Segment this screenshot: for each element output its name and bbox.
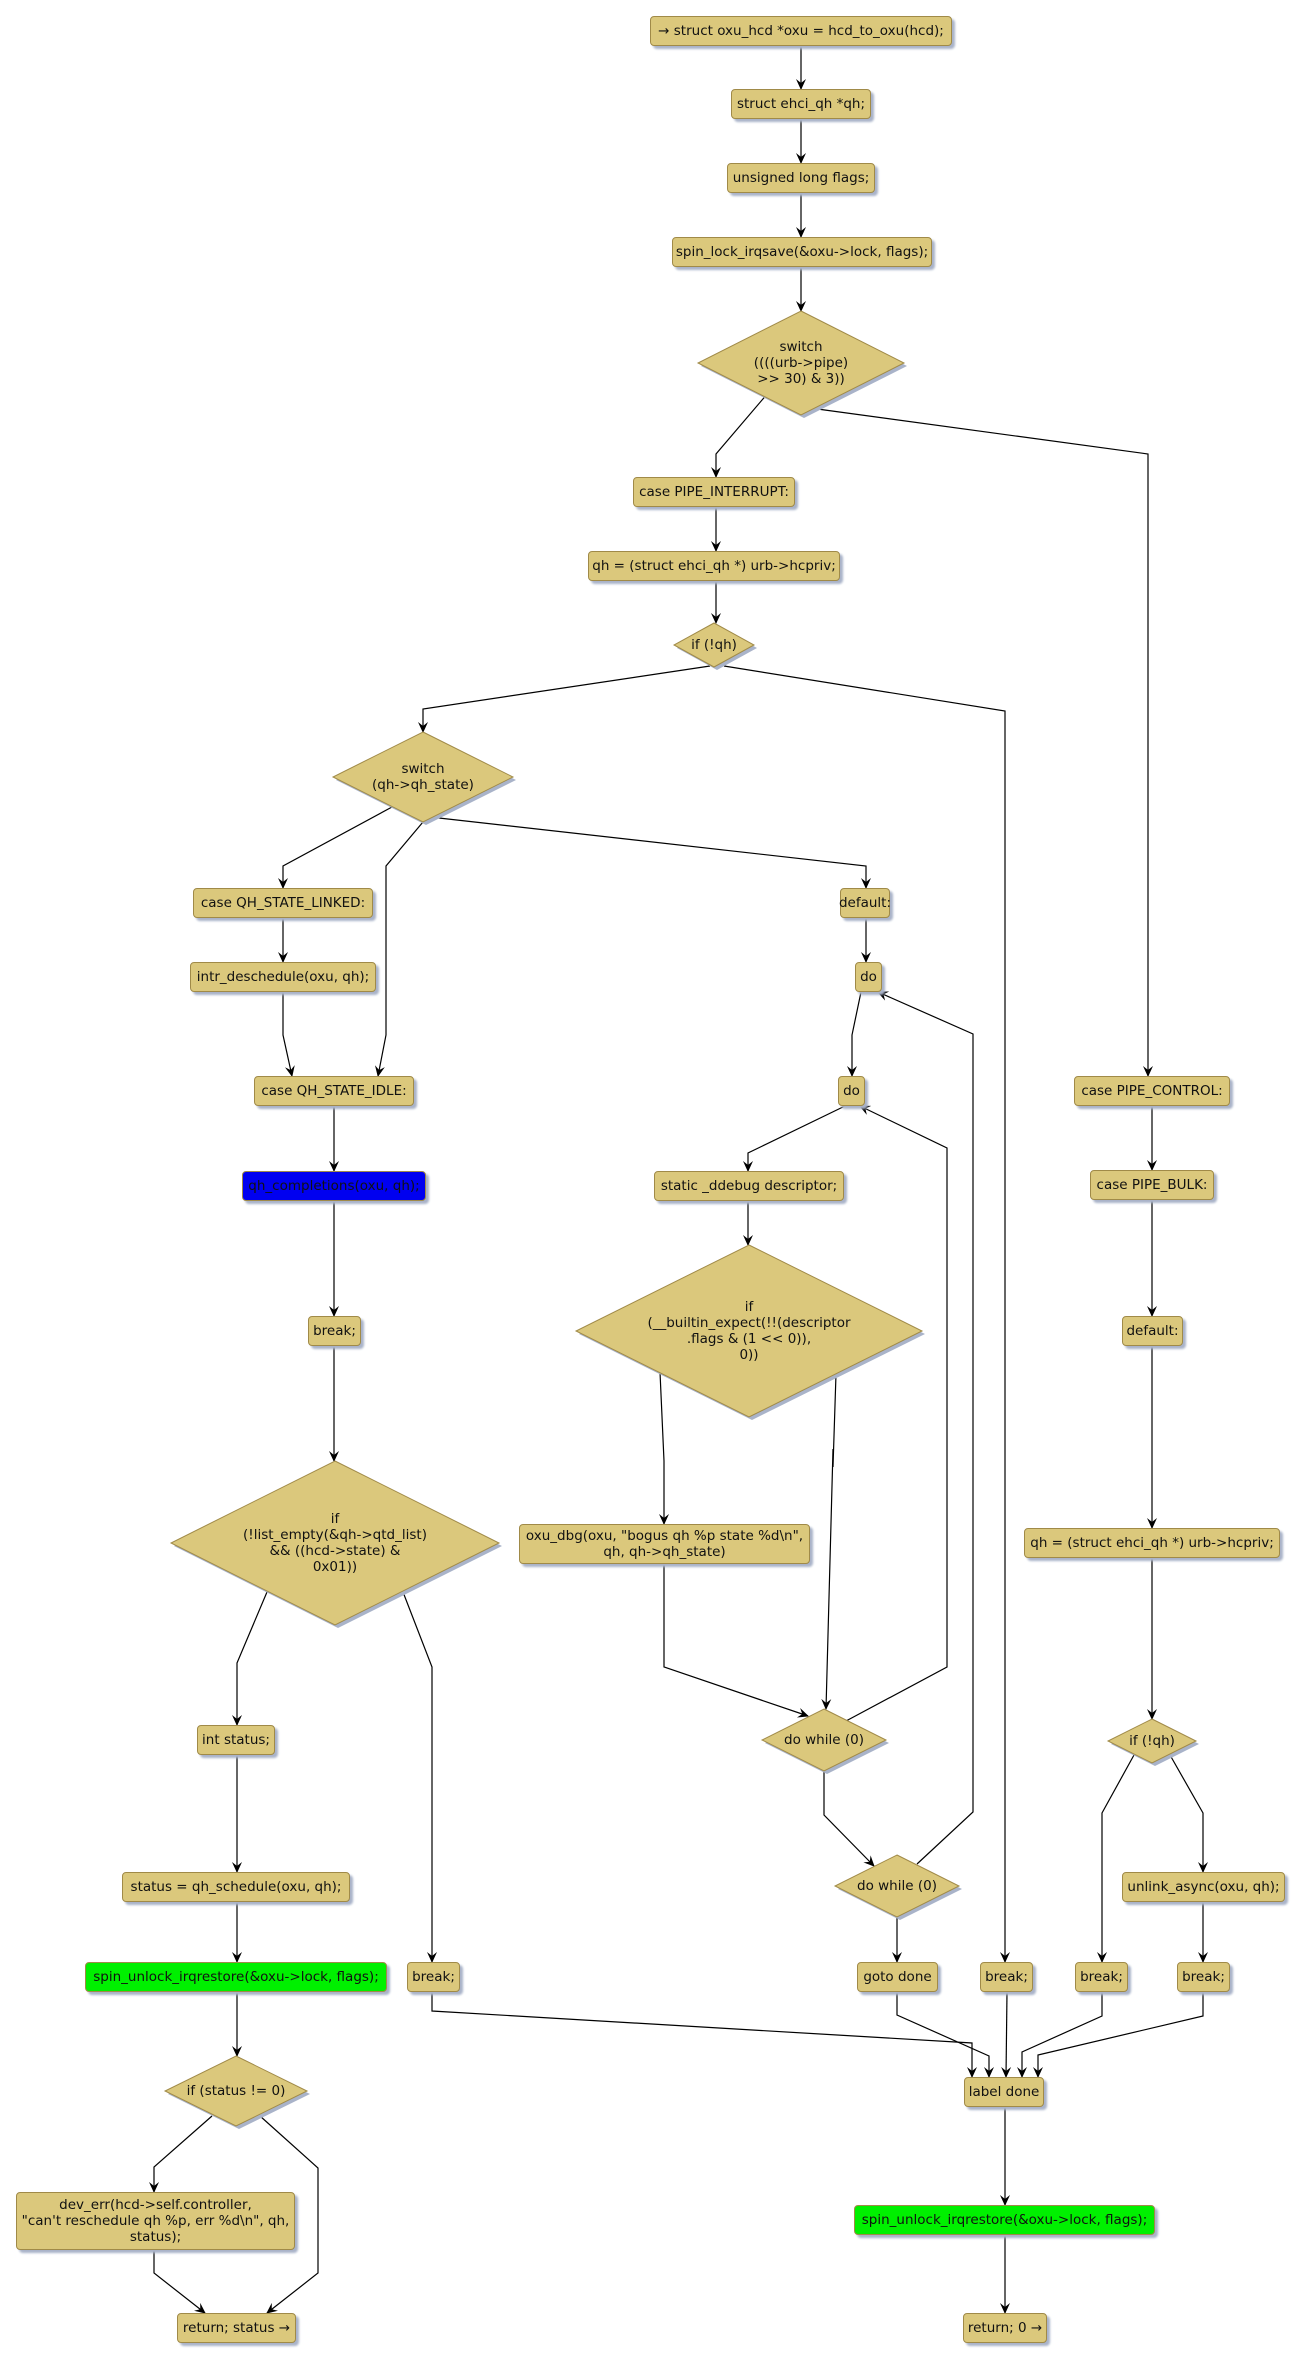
break-not-qh-2-node: break; bbox=[1075, 1962, 1128, 1992]
qh-schedule-node: status = qh_schedule(oxu, qh); bbox=[122, 1872, 350, 1902]
label-done-node: label done bbox=[964, 2077, 1044, 2107]
if-not-qh-2-label: if (!qh) bbox=[1129, 1733, 1175, 1749]
edge-if-status-to-return bbox=[259, 2115, 319, 2314]
decl-flags-node: unsigned long flags; bbox=[727, 163, 875, 193]
edge-if-status-to-dev-err bbox=[149, 2115, 213, 2193]
entry-node: → struct oxu_hcd *oxu = hcd_to_oxu(hcd); bbox=[650, 16, 952, 46]
edge-do-to-do bbox=[847, 991, 862, 1077]
decl-qh-node: struct ehci_qh *qh; bbox=[731, 89, 871, 119]
switch-state-label: switch (qh->qh_state) bbox=[372, 761, 474, 793]
if-status-diamond: if (status != 0) bbox=[163, 2055, 310, 2129]
edge-break3-to-label bbox=[1033, 1992, 1204, 2078]
case-control-node: case PIPE_CONTROL: bbox=[1074, 1076, 1230, 1106]
edge-if-list-to-status bbox=[232, 1591, 268, 1726]
dev-err-node: dev_err(hcd->self.controller, "can't res… bbox=[16, 2192, 295, 2250]
do-while-outer-diamond: do while (0) bbox=[833, 1854, 962, 1920]
intr-deschedule-node: intr_deschedule(oxu, qh); bbox=[190, 962, 376, 992]
edge-if-builtin-to-dbg bbox=[659, 1371, 669, 1525]
edge-deschedule-to-idle bbox=[282, 992, 295, 1077]
int-status-node: int status; bbox=[197, 1725, 275, 1755]
return-status-node: return; status → bbox=[177, 2313, 296, 2343]
edge-if2-to-unlink bbox=[1169, 1754, 1208, 1873]
edge-dowhile-to-dowhile bbox=[823, 1771, 875, 1867]
do-while-inner-label: do while (0) bbox=[784, 1732, 864, 1748]
return-zero-node: return; 0 → bbox=[963, 2313, 1047, 2343]
ddebug-node: static _ddebug descriptor; bbox=[654, 1171, 844, 1201]
switch-pipe-diamond: switch ((((urb->pipe) >> 30) & 3)) bbox=[696, 310, 907, 418]
qh-assign-1-node: qh = (struct ehci_qh *) urb->hcpriv; bbox=[588, 551, 840, 581]
oxu-dbg-node: oxu_dbg(oxu, "bogus qh %p state %d\n", q… bbox=[519, 1524, 810, 1564]
do-while-inner-diamond: do while (0) bbox=[760, 1708, 889, 1774]
default-state-node: default: bbox=[839, 888, 891, 918]
edge-switch-to-control bbox=[809, 407, 1153, 1077]
qh-assign-2-node: qh = (struct ehci_qh *) urb->hcpriv; bbox=[1024, 1528, 1280, 1558]
unlock-1-node: spin_unlock_irqrestore(&oxu->lock, flags… bbox=[85, 1962, 387, 1992]
switch-state-diamond: switch (qh->qh_state) bbox=[331, 731, 516, 825]
if-status-label: if (status != 0) bbox=[186, 2083, 286, 2099]
edge-dbg-to-dowhile bbox=[663, 1564, 809, 1718]
edge-if-builtin-to-dowhile bbox=[821, 1373, 837, 1710]
edge-state-to-idle bbox=[375, 821, 424, 1077]
edge-if-to-break-1 bbox=[723, 665, 1010, 1963]
edge-if-list-to-break bbox=[402, 1591, 437, 1963]
break-unlink-node: break; bbox=[1177, 1962, 1230, 1992]
if-not-qh-1-label: if (!qh) bbox=[691, 637, 737, 653]
case-idle-node: case QH_STATE_IDLE: bbox=[254, 1076, 414, 1106]
if-list-empty-diamond: if (!list_empty(&qh->qtd_list) && ((hcd-… bbox=[169, 1460, 502, 1628]
edge-switch-to-interrupt bbox=[711, 392, 769, 478]
break-list-node: break; bbox=[407, 1962, 460, 1992]
if-builtin-label: if (__builtin_expect(!!(descriptor .flag… bbox=[647, 1299, 851, 1363]
case-linked-node: case QH_STATE_LINKED: bbox=[193, 888, 373, 918]
edge-dowhile-outer-to-do-outer bbox=[877, 991, 974, 1865]
edge-if2-to-break bbox=[1097, 1754, 1135, 1963]
if-builtin-diamond: if (__builtin_expect(!!(descriptor .flag… bbox=[574, 1244, 925, 1420]
break-not-qh-1-node: break; bbox=[980, 1962, 1033, 1992]
goto-done-node: goto done bbox=[857, 1962, 938, 1992]
lock-node: spin_lock_irqsave(&oxu->lock, flags); bbox=[672, 237, 932, 267]
edge-do-inner-to-ddebug bbox=[743, 1105, 846, 1172]
do-outer-node: do bbox=[855, 962, 882, 992]
default-pipe-node: default: bbox=[1122, 1316, 1183, 1346]
edge-if-to-switch-state bbox=[418, 665, 711, 733]
if-not-qh-2-diamond: if (!qh) bbox=[1106, 1718, 1199, 1766]
edge-break2-to-label bbox=[1017, 1992, 1103, 2078]
edge-dowhile-to-do-inner bbox=[845, 1105, 948, 1722]
edge-state-to-linked bbox=[278, 806, 393, 889]
unlock-2-node: spin_unlock_irqrestore(&oxu->lock, flags… bbox=[854, 2205, 1155, 2235]
edge-break-list-to-label bbox=[431, 1992, 977, 2078]
do-while-outer-label: do while (0) bbox=[857, 1878, 937, 1894]
break-idle-node: break; bbox=[308, 1316, 361, 1346]
unlink-async-node: unlink_async(oxu, qh); bbox=[1122, 1872, 1285, 1902]
case-bulk-node: case PIPE_BULK: bbox=[1090, 1170, 1214, 1200]
qh-completions-node: qh_completions(oxu, qh); bbox=[242, 1171, 426, 1201]
edge-goto-to-label bbox=[896, 1992, 994, 2078]
edge-state-to-default bbox=[429, 816, 871, 889]
do-inner-node: do bbox=[838, 1076, 865, 1106]
if-not-qh-1-diamond: if (!qh) bbox=[672, 622, 757, 670]
switch-pipe-label: switch ((((urb->pipe) >> 30) & 3)) bbox=[753, 339, 849, 387]
edge-dev-err-to-return bbox=[153, 2250, 206, 2314]
case-interrupt-node: case PIPE_INTERRUPT: bbox=[633, 477, 795, 507]
edge-break1-to-label bbox=[1001, 1991, 1012, 2078]
if-list-empty-label: if (!list_empty(&qh->qtd_list) && ((hcd-… bbox=[243, 1511, 427, 1575]
